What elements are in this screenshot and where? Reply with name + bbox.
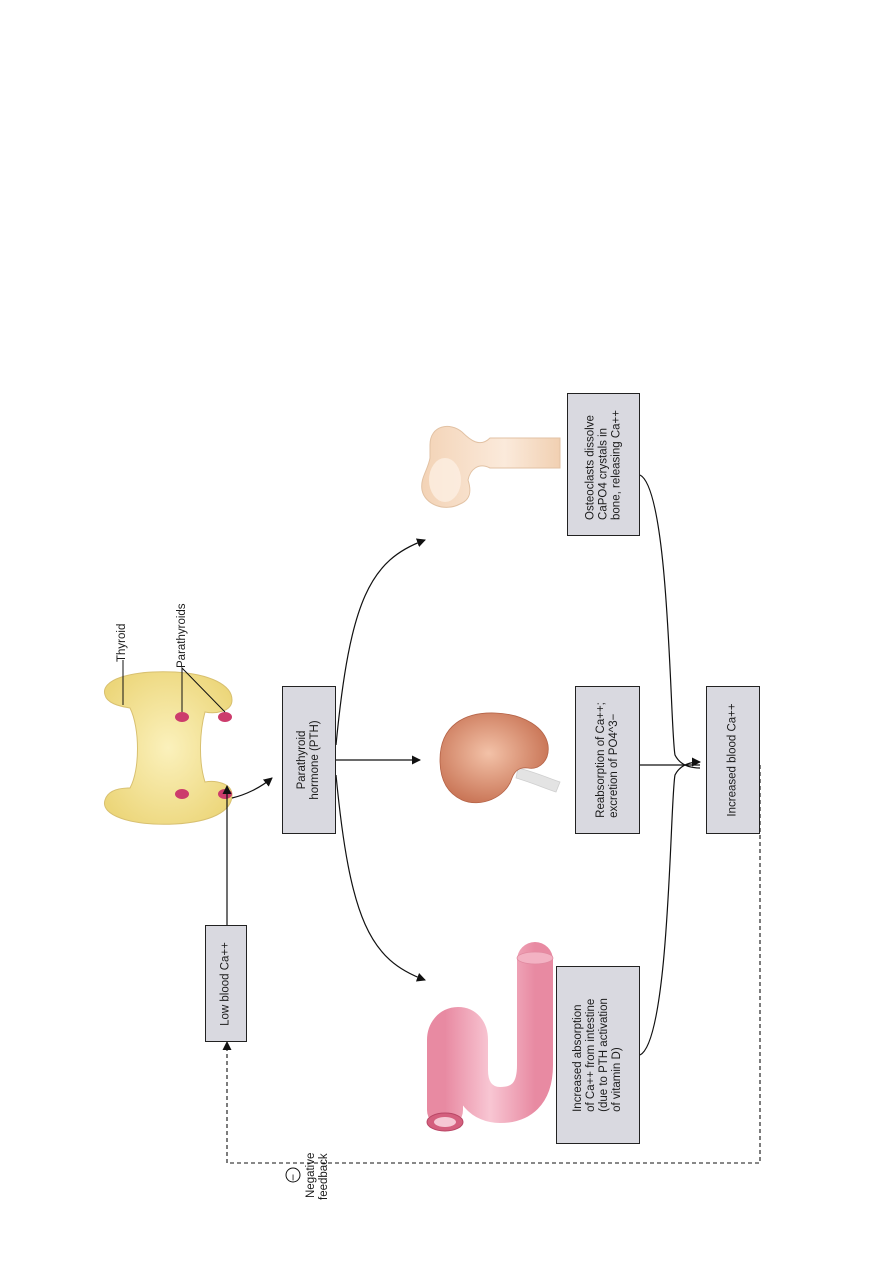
bone-osteoclast-box: Osteoclasts dissolve CaPO4 crystals in b… (567, 393, 640, 536)
negative-feedback-label-1: Negative (305, 1152, 317, 1198)
bone-illustration (421, 425, 561, 508)
pth-line-2: hormone (PTH) (309, 720, 321, 800)
kidney-line-2: excretion of PO4^3− (607, 713, 620, 818)
intestine-line-1: Increased absorption (572, 1004, 584, 1112)
kidney-line-1: Reabsorption of Ca++; (594, 702, 607, 818)
intestine-illustration (426, 942, 554, 1132)
increased-blood-calcium-box: Increased blood Ca++ (706, 686, 760, 834)
negative-sign-circle (285, 1167, 301, 1183)
increased-blood-calcium-text: Increased blood Ca++ (726, 703, 739, 817)
kidney-illustration (439, 712, 561, 804)
parathyroid-hormone-box: Parathyroid hormone (PTH) (282, 686, 336, 834)
kidney-reabsorption-box: Reabsorption of Ca++; excretion of PO4^3… (575, 686, 640, 834)
bone-line-2: CaPO4 crystals in (597, 427, 609, 520)
intestine-line-4: of vitamin D) (611, 1047, 623, 1112)
negative-feedback-label-2: feedback (318, 1153, 330, 1200)
intestine-absorption-box: Increased absorption of Ca++ from intest… (556, 966, 640, 1144)
bone-line-3: bone, releasing Ca++ (610, 409, 622, 520)
pth-line-1: Parathyroid (296, 730, 308, 790)
intestine-line-2: of Ca++ from intestine (585, 998, 597, 1112)
thyroid-label: Thyroid (116, 623, 128, 662)
negative-sign: − (286, 1173, 300, 1181)
bone-line-1: Osteoclasts dissolve (584, 414, 596, 520)
thyroid-gland-illustration (104, 671, 233, 825)
low-blood-calcium-box: Low blood Ca++ (205, 925, 247, 1042)
parathyroids-label: Parathyroids (176, 603, 188, 668)
low-blood-calcium-text: Low blood Ca++ (219, 941, 232, 1026)
intestine-line-3: (due to PTH activation (598, 998, 610, 1112)
